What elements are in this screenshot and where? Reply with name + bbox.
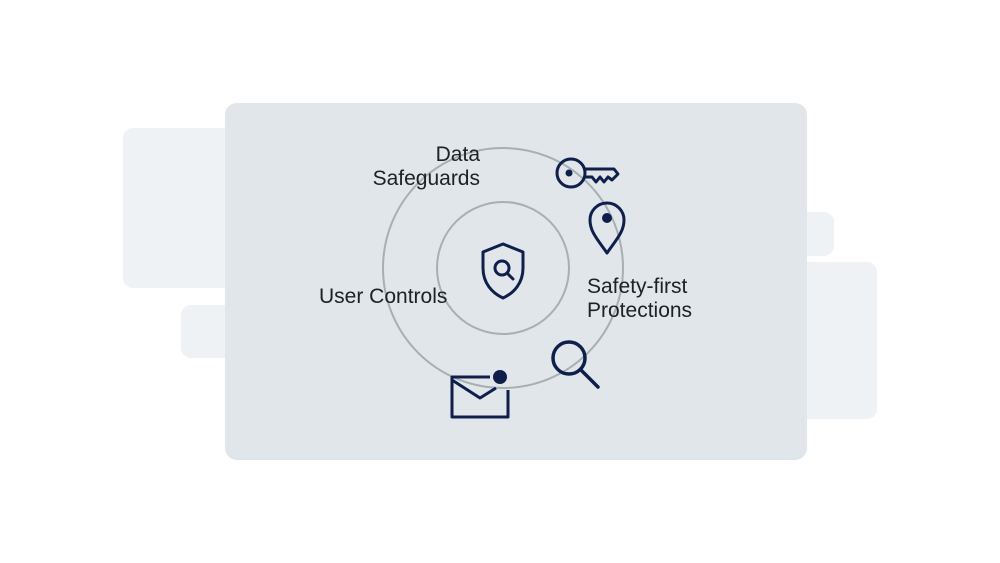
label-user-controls-text: User Controls: [319, 285, 448, 308]
key-icon: [555, 157, 620, 189]
label-safety-first-protections: Safety-first Protections: [587, 275, 692, 323]
shield-search-icon: [481, 242, 525, 300]
magnifier-icon: [551, 340, 600, 389]
main-card: [225, 103, 807, 460]
location-pin-icon: [588, 201, 626, 255]
label-data-safeguards: Data Safeguards: [340, 143, 480, 191]
outer-ring: [382, 147, 624, 389]
inner-ring: [436, 201, 570, 335]
label-safety-first-line1: Safety-first: [587, 275, 688, 298]
mail-notification-icon: [450, 370, 510, 419]
label-safety-first-line2: Protections: [587, 299, 693, 322]
label-data-safeguards-line2: Safeguards: [372, 167, 480, 190]
label-data-safeguards-line1: Data: [435, 143, 480, 166]
label-user-controls: User Controls: [319, 285, 447, 309]
